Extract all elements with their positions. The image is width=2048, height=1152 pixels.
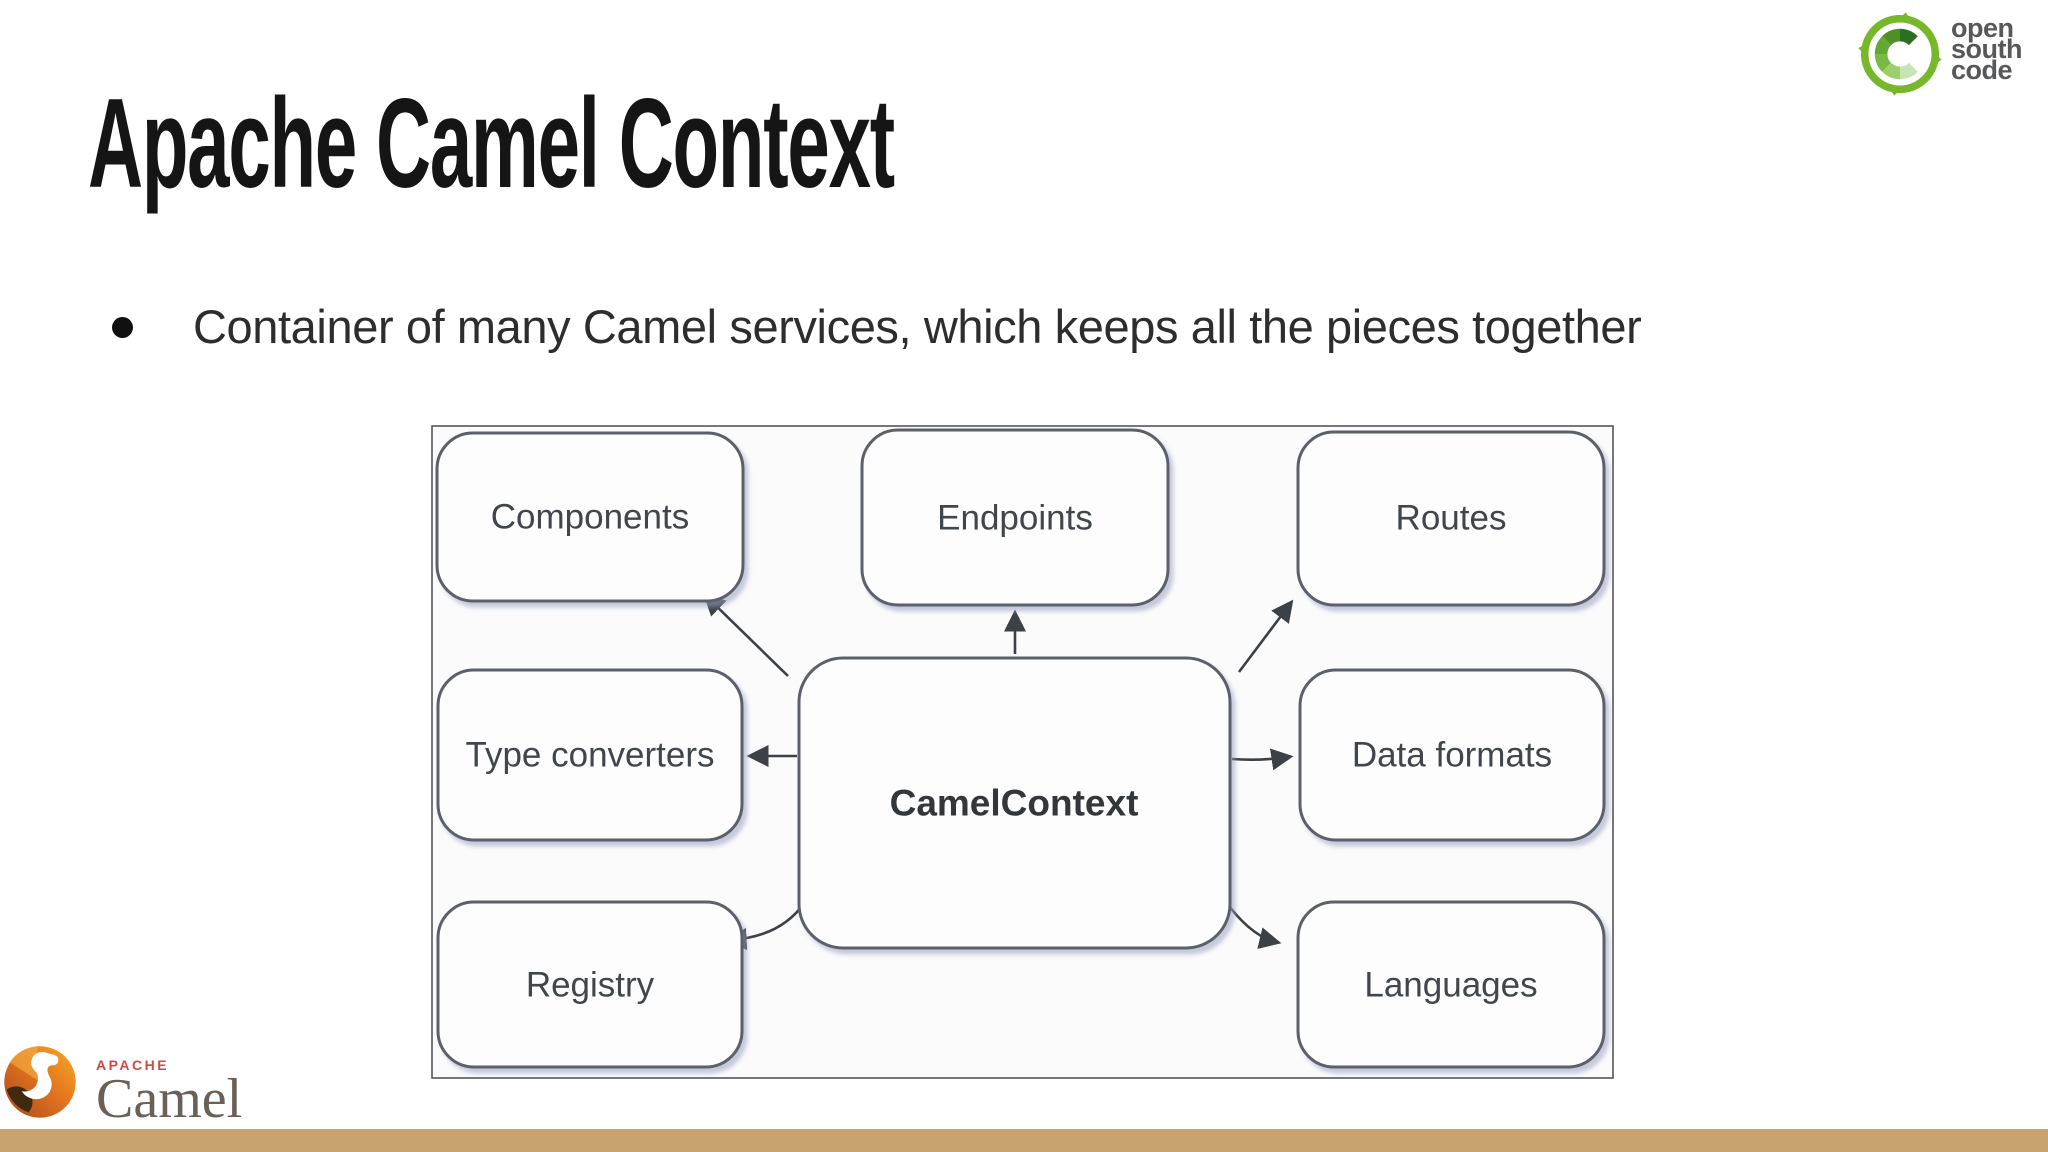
arrow-to-components [703,593,789,677]
node-data-formats-label: Data formats [1352,736,1552,775]
opensouthcode-wordmark: open south code [1951,13,2023,85]
apache-label: APACHE [96,1057,170,1073]
slide-title: Apache Camel Context [88,70,1431,216]
node-routes: Routes [1296,430,1606,607]
node-type-converters-label: Type converters [466,736,715,775]
node-data-formats: Data formats [1298,668,1606,842]
arrow-to-data-formats [1231,748,1294,771]
node-camelcontext-label: CamelContext [890,783,1139,824]
opensouthcode-icon [1858,12,1942,96]
node-registry: Registry [436,900,744,1069]
node-registry-label: Registry [526,966,655,1005]
logo-c-segments [1874,28,1918,80]
opensouthcode-logo: open south code [1858,12,2023,96]
bullet-item: Container of many Camel services, which … [112,298,1642,357]
osc-line-south: south [1951,34,2023,64]
node-endpoints-label: Endpoints [937,499,1093,538]
bullet-icon [112,317,133,338]
node-components: Components [435,431,745,603]
node-routes-label: Routes [1396,499,1507,538]
node-camelcontext: CamelContext [797,656,1232,950]
camel-wordmark: APACHE Camel [96,1057,243,1130]
node-type-converters: Type converters [436,668,744,842]
bullet-text: Container of many Camel services, which … [193,300,1642,353]
node-languages-label: Languages [1364,966,1537,1005]
camelcontext-diagram: Components Endpoints Routes Type convert… [431,425,1614,1079]
node-components-label: Components [491,498,689,537]
diagram-nodes: Components Endpoints Routes Type convert… [435,428,1606,1069]
slide-title-text: Apache Camel Context [88,72,895,214]
apache-camel-logo: APACHE Camel [2,1044,243,1130]
osc-line-open: open [1951,13,2014,43]
camel-light-wedge [9,1046,40,1082]
node-endpoints: Endpoints [860,428,1170,607]
node-languages: Languages [1296,900,1606,1069]
camel-label: Camel [96,1068,243,1130]
camel-icon [4,1046,76,1118]
camel-silhouette [21,1052,59,1100]
footer-bar [0,1129,2048,1152]
arrow-to-routes [1237,599,1294,673]
osc-line-code: code [1951,55,2013,85]
